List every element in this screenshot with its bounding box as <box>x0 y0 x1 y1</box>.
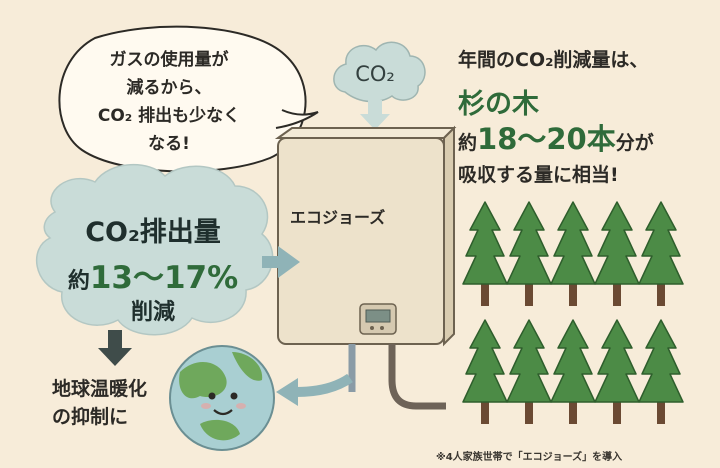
water-heater-icon <box>274 125 457 410</box>
cedar-tree-icon <box>638 201 684 306</box>
tree-count-suffix: 分が <box>615 132 654 154</box>
cedar-tree-icon <box>550 319 596 424</box>
bubble-line: なる! <box>148 134 190 154</box>
cedar-tree-icon <box>594 319 640 424</box>
arrow-icon <box>98 330 132 366</box>
reduction-cloud-icon <box>35 164 274 336</box>
earth-caption-line: の抑制に <box>52 406 129 428</box>
footnote: ※4人家族世帯で「エコジョーズ」を導入 <box>436 452 623 463</box>
tree-equivalent-text: 吸収する量に相当! <box>458 164 619 186</box>
arrow-icon <box>276 373 353 406</box>
reduction-heading: CO₂排出量 <box>85 217 221 248</box>
reduction-value-line: 約13〜17% <box>48 252 258 297</box>
speech-bubble-icon <box>58 25 319 173</box>
cedar-tree-icon <box>506 201 552 306</box>
reduction-prefix: 約 <box>67 269 90 294</box>
co2-cloud-label: CO₂ <box>355 62 395 86</box>
bubble-line: ガスの使用量が <box>109 50 229 70</box>
cedar-tree-icon <box>506 319 552 424</box>
tree-count-value: 18〜20本 <box>477 122 616 156</box>
cedar-tree-heading: 杉の木 <box>458 89 539 120</box>
tree-count-prefix: 約 <box>458 132 478 154</box>
earth-caption: 地球温暖化 の抑制に <box>52 375 147 431</box>
earth-caption-line: 地球温暖化 <box>52 378 148 400</box>
reduction-value: 13〜17% <box>89 260 239 296</box>
tree-count-line: 約18〜20本分が <box>458 116 654 158</box>
cedar-tree-icon <box>550 201 596 306</box>
bubble-line: 減るから、 <box>126 78 212 98</box>
bubble-line: CO₂ 排出も少なく <box>97 106 241 126</box>
reduction-suffix: 削減 <box>130 300 175 325</box>
earth-icon <box>169 345 275 451</box>
co2-reduction-intro: 年間のCO₂削減量は、 <box>458 49 649 71</box>
cedar-tree-icon <box>462 319 508 424</box>
cedar-tree-icon <box>638 319 684 424</box>
cedar-tree-icon <box>462 201 508 306</box>
arrow-icon <box>262 246 300 278</box>
speech-bubble-text: ガスの使用量が 減るから、 CO₂ 排出も少なく なる! <box>74 46 264 158</box>
heater-label: エコジョーズ <box>290 208 386 227</box>
co2-cloud-icon <box>333 41 426 130</box>
cedar-tree-icon <box>594 201 640 306</box>
